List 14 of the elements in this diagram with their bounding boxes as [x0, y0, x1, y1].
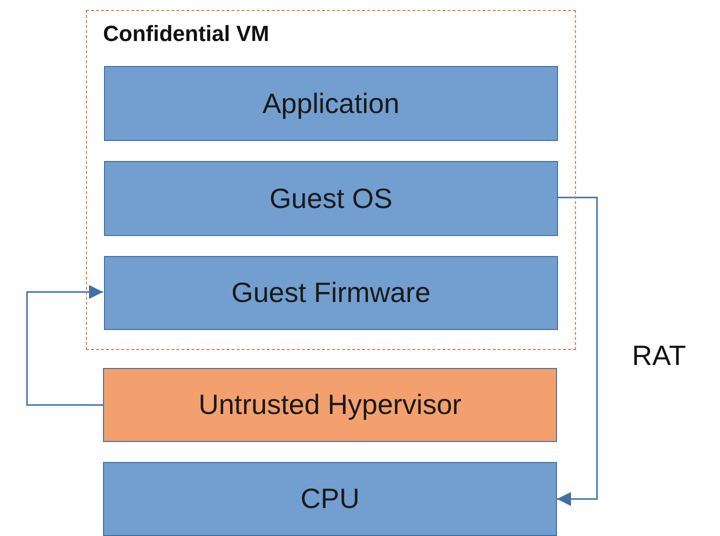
layer-box — [104, 256, 558, 330]
dashed-group-frame — [86, 10, 576, 350]
group-title: Confidential VM — [103, 21, 270, 47]
layer-box — [104, 161, 558, 236]
layer-box — [103, 368, 557, 442]
arrow — [557, 196, 598, 506]
layer-box — [103, 462, 557, 536]
arrow — [26, 285, 103, 406]
layer-label: Guest OS — [270, 182, 392, 214]
layer-label: Guest Firmware — [231, 277, 431, 309]
layer-label: Application — [262, 88, 400, 120]
layer-label: CPU — [300, 483, 360, 515]
layer-label: Untrusted Hypervisor — [198, 389, 462, 421]
layer-box — [104, 66, 558, 141]
